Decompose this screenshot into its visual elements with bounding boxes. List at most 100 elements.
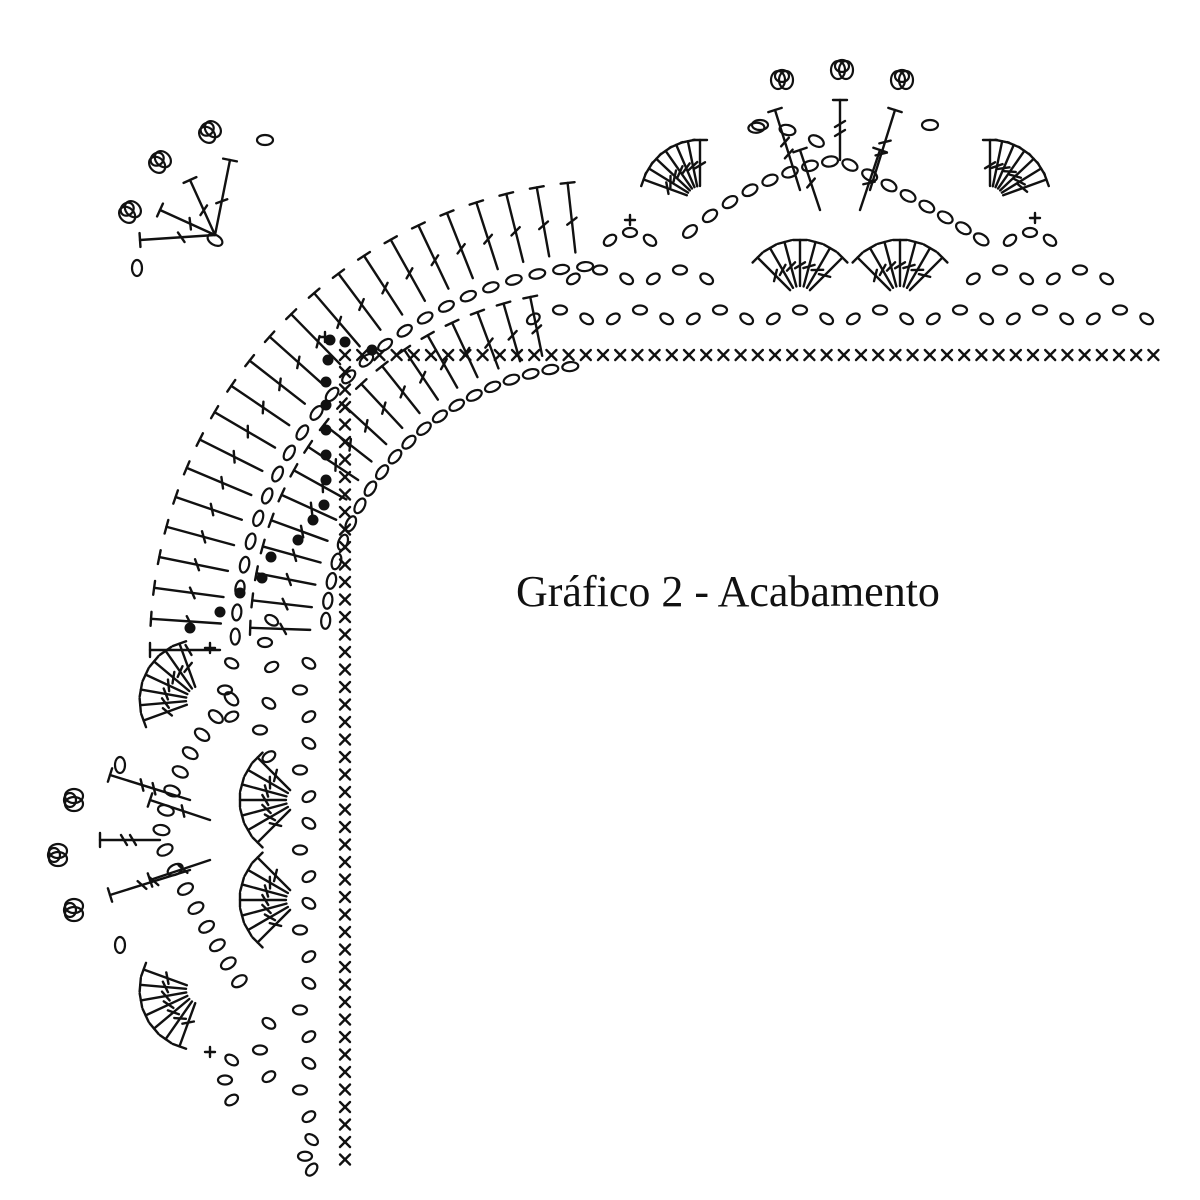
single-crochet-mark — [992, 348, 1005, 362]
chain-mark — [301, 790, 317, 804]
chain-mark — [1139, 312, 1155, 326]
double-crochet-mark — [148, 997, 191, 1036]
base-row — [184, 330, 1160, 1166]
chain-mark — [216, 1074, 234, 1086]
double-crochet-mark — [762, 243, 795, 290]
single-crochet-mark — [424, 348, 438, 362]
double-crochet-mark — [831, 98, 849, 162]
chain-mark — [991, 264, 1009, 276]
chain-mark — [525, 312, 541, 326]
double-crochet-mark — [138, 976, 188, 994]
chain-mark — [377, 337, 394, 353]
chain-mark — [1071, 264, 1089, 276]
chain-mark — [565, 272, 581, 286]
double-crochet-mark — [226, 378, 291, 427]
chain-mark — [820, 155, 840, 168]
double-crochet-mark — [152, 579, 225, 600]
chain-mark — [1111, 304, 1129, 316]
single-crochet-mark — [975, 348, 988, 362]
double-crochet-mark — [469, 308, 500, 370]
double-crochet-mark — [248, 619, 312, 636]
double-crochet-mark — [138, 697, 188, 714]
chain-mark — [591, 264, 609, 276]
slip-stitch-mark — [307, 514, 319, 526]
double-crochet-mark — [148, 641, 222, 659]
chain-mark — [255, 133, 275, 147]
single-crochet-mark — [1009, 348, 1022, 362]
corner-fan — [130, 133, 275, 278]
chain-mark — [282, 444, 297, 462]
double-crochet-mark — [251, 751, 292, 792]
chain-mark — [171, 765, 189, 779]
double-crochet-mark — [141, 667, 189, 696]
double-crochet-mark — [876, 239, 898, 288]
chain-mark — [291, 764, 309, 776]
double-crochet-mark — [171, 640, 197, 689]
double-crochet-mark — [243, 762, 290, 795]
chain-mark — [841, 158, 859, 172]
single-crochet-mark — [338, 960, 352, 974]
single-crochet-mark — [338, 715, 352, 729]
chain-mark — [807, 134, 825, 149]
double-crochet-mark — [243, 805, 290, 838]
chain-mark — [1002, 233, 1018, 247]
single-crochet-mark — [631, 348, 644, 362]
single-crochet-mark — [338, 1083, 352, 1096]
double-crochet-mark — [171, 1001, 197, 1050]
single-crochet-mark — [562, 348, 575, 362]
chain-mark — [602, 233, 618, 247]
single-crochet-mark — [338, 418, 352, 431]
double-crochet-mark — [209, 404, 277, 449]
chain-mark — [645, 272, 661, 286]
single-crochet-mark — [338, 943, 352, 956]
chain-mark — [358, 352, 375, 368]
single-crochet-mark — [338, 995, 352, 1009]
single-crochet-mark — [338, 365, 352, 379]
single-crochet-mark — [906, 348, 919, 362]
left-edge-scallops — [98, 613, 320, 1177]
single-crochet-mark — [614, 348, 627, 362]
chain-mark — [363, 480, 378, 497]
chain-mark — [561, 360, 580, 373]
chain-mark — [396, 323, 413, 338]
chain-mark — [304, 1162, 319, 1177]
chain-mark — [1059, 312, 1075, 326]
chain-mark — [1042, 233, 1058, 247]
chain-mark — [951, 304, 969, 316]
double-crochet-mark — [239, 876, 288, 898]
chain-mark — [659, 312, 675, 326]
single-crochet-mark — [338, 645, 352, 659]
double-crochet-mark — [284, 308, 342, 366]
double-crochet-mark — [267, 512, 329, 543]
chain-mark — [261, 1070, 277, 1084]
chain-mark — [113, 935, 127, 955]
chain-mark — [781, 165, 799, 179]
double-crochet-mark — [640, 171, 689, 197]
slip-stitch-mark — [339, 336, 351, 348]
chain-mark — [301, 950, 317, 964]
single-crochet-mark — [338, 1100, 352, 1114]
chain-mark — [301, 1110, 317, 1124]
single-crochet-mark — [493, 348, 506, 362]
slip-stitch-mark — [265, 551, 277, 563]
single-crochet-mark — [338, 1048, 352, 1061]
double-crochet-mark — [410, 221, 450, 290]
chain-mark — [301, 976, 317, 990]
double-crochet-mark — [251, 808, 292, 849]
chain-mark — [291, 844, 309, 856]
chain-mark — [353, 497, 367, 515]
top-edge-scallops — [130, 98, 1155, 326]
picot-mark — [46, 842, 69, 868]
chain-mark — [621, 226, 639, 239]
double-crochet-mark — [238, 891, 288, 909]
chain-mark — [261, 696, 277, 710]
chain-mark — [1085, 312, 1101, 326]
single-crochet-mark — [1043, 348, 1057, 362]
single-crochet-mark — [338, 593, 352, 606]
chain-mark — [374, 464, 390, 481]
double-crochet-mark — [528, 184, 551, 258]
chain-mark — [193, 727, 211, 742]
chain-mark — [261, 750, 277, 764]
chain-mark — [223, 710, 240, 723]
chain-mark — [291, 684, 309, 696]
